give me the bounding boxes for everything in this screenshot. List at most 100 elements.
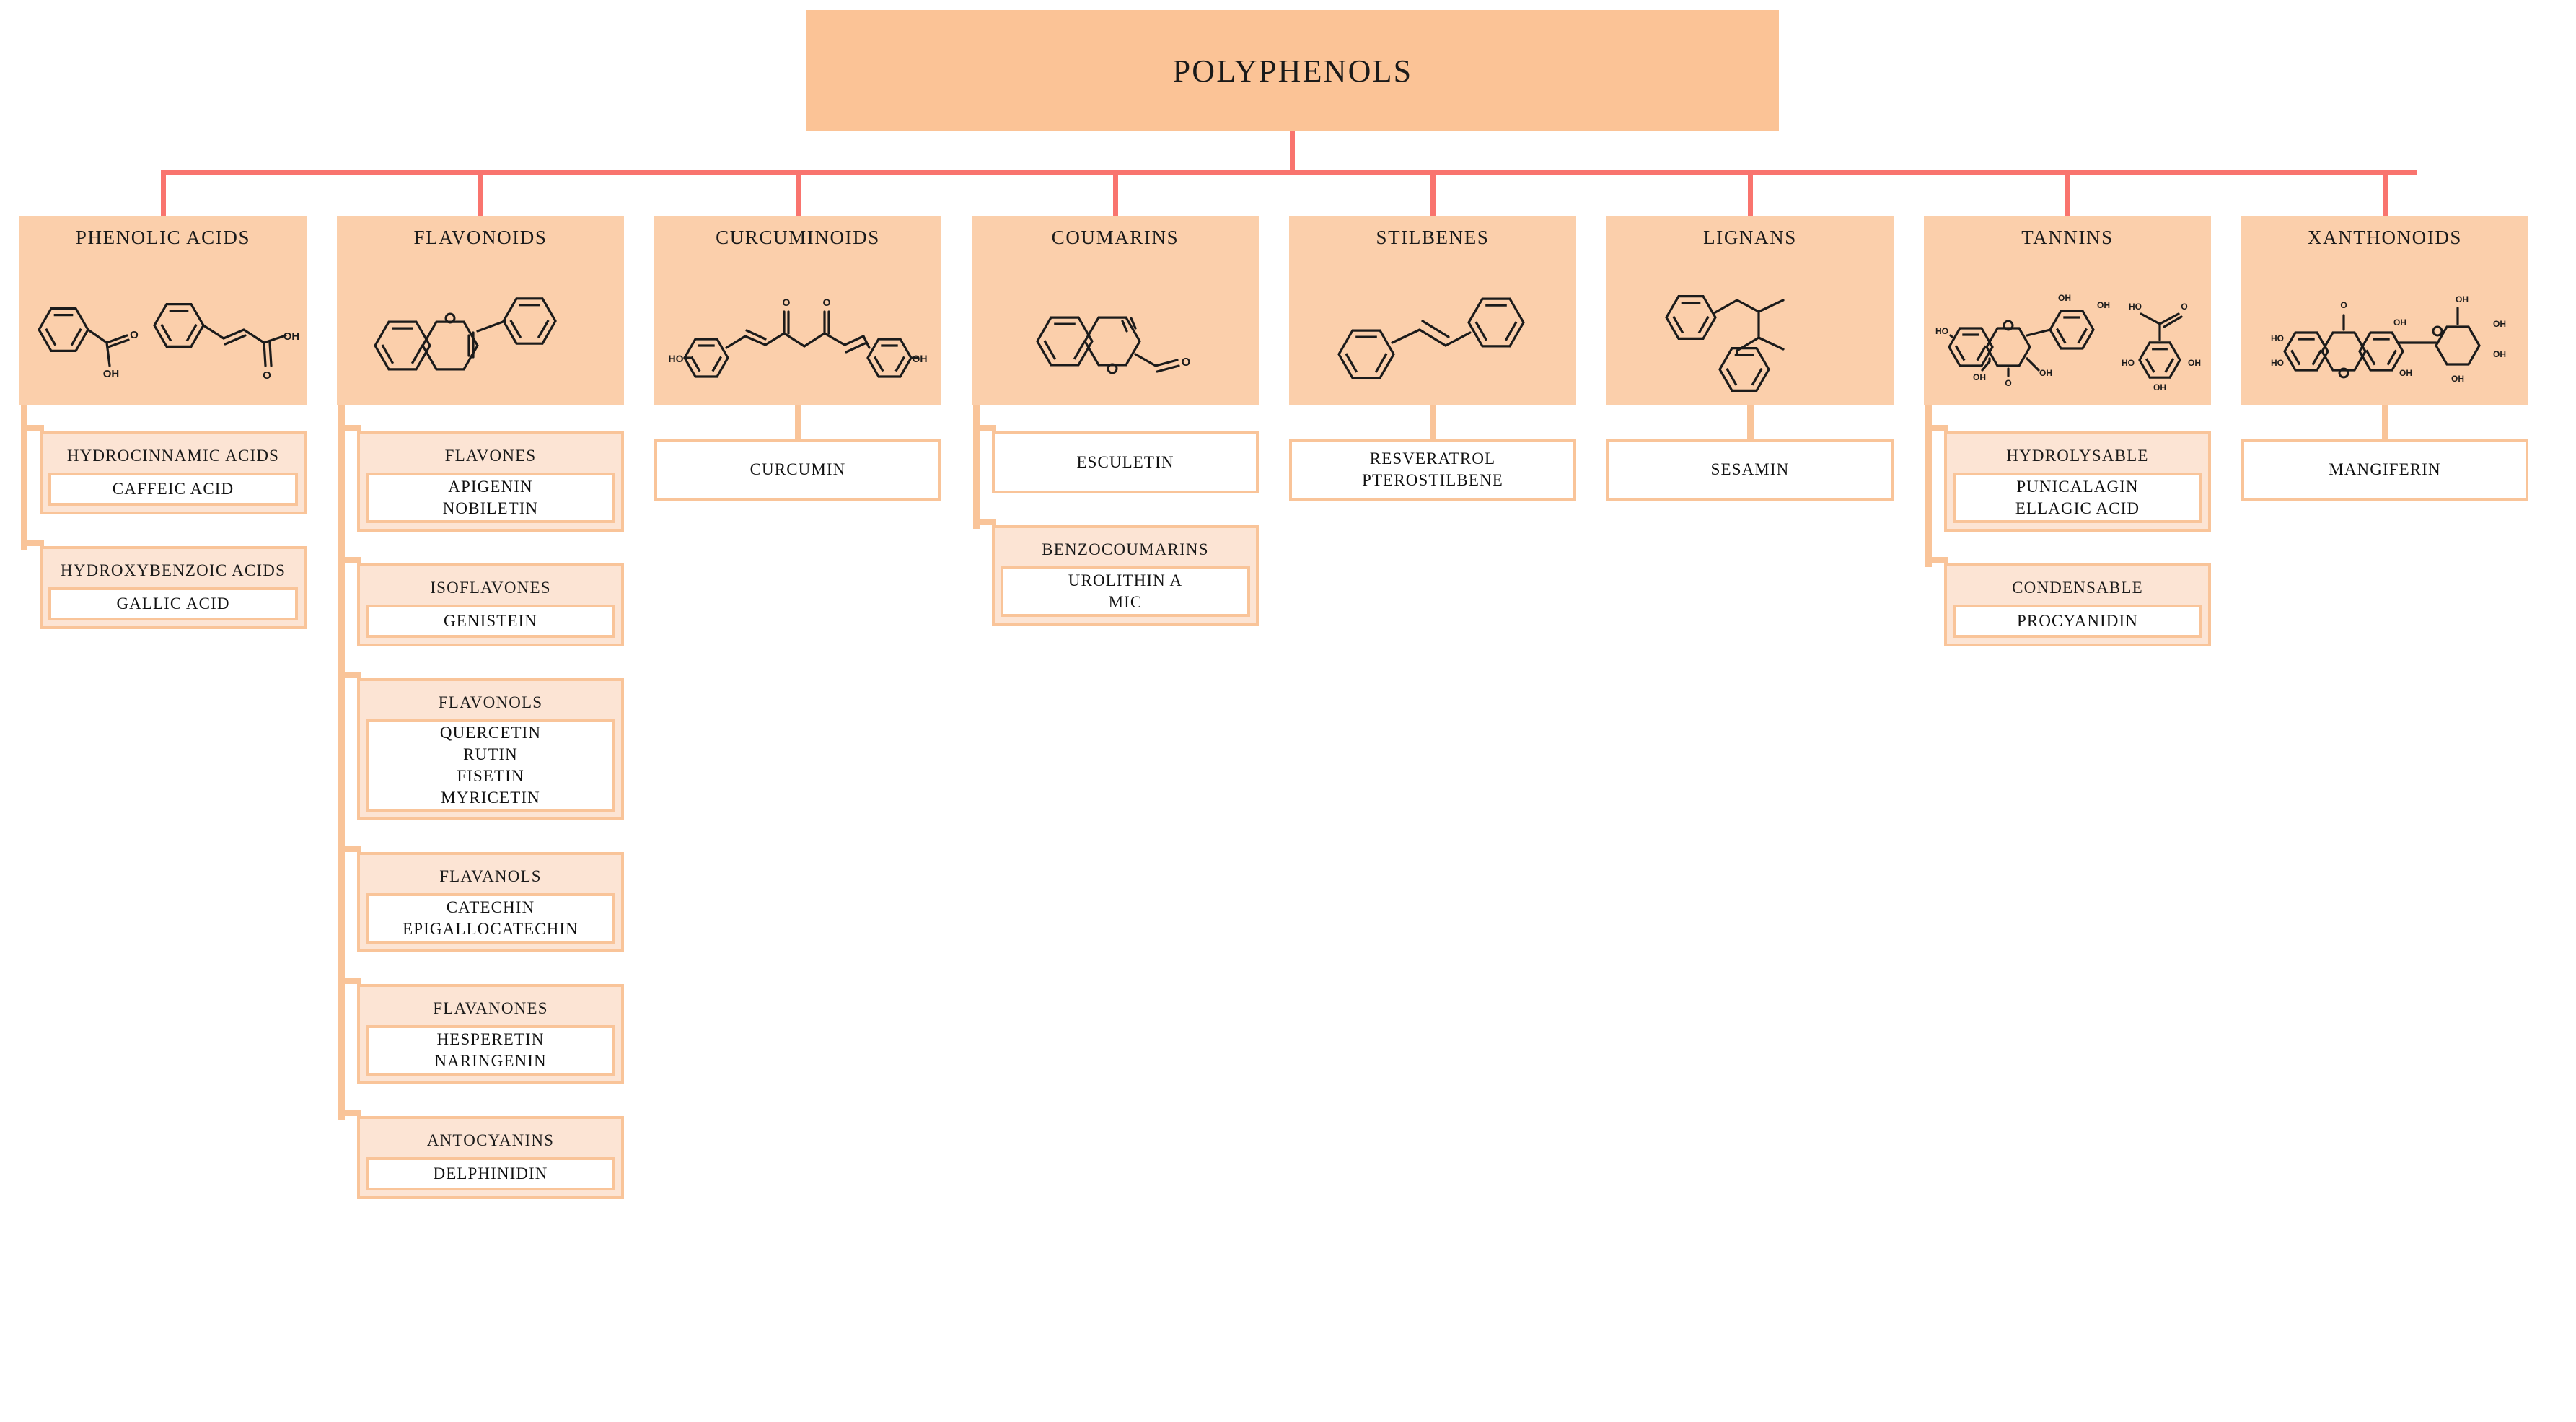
svg-text:HO: HO — [2271, 333, 2284, 343]
connector-branch — [338, 557, 361, 563]
coumarin-skeletal-structure: O — [972, 276, 1259, 403]
root-trunk-vertical — [1290, 131, 1295, 172]
connector-branch — [21, 425, 44, 431]
category-title-tannins: TANNINS — [2021, 227, 2114, 248]
svg-text:HO: HO — [669, 353, 684, 364]
category-title-phenolic-acids: PHENOLIC ACIDS — [75, 227, 251, 248]
leaf-hydrolysable-compound: PUNICALAGIN — [2016, 478, 2139, 496]
svg-text:HO: HO — [2129, 302, 2142, 312]
leaf-box-mangiferin[interactable]: MANGIFERIN — [2241, 439, 2528, 501]
subgroup-title-flavonols: FLAVONOLS — [438, 693, 543, 711]
category-box-stilbenes[interactable]: STILBENES — [1289, 216, 1576, 405]
category-box-coumarins[interactable]: COUMARINS O — [972, 216, 1259, 405]
root-trunk-drop-5 — [1748, 170, 1753, 216]
category-box-flavonoids[interactable]: FLAVONOIDS — [337, 216, 624, 405]
svg-text:HO: HO — [2271, 358, 2284, 368]
leaf-isoflavones-compound: GENISTEIN — [444, 612, 537, 631]
leaf-mangiferin-compound: MANGIFERIN — [2329, 460, 2441, 478]
svg-text:O: O — [2340, 300, 2347, 310]
subgroup-antocyanins[interactable]: ANTOCYANINS DELPHINIDIN — [357, 1116, 624, 1200]
category-title-coumarins: COUMARINS — [1051, 227, 1179, 248]
leaf-flavonols-compound: FISETIN — [457, 766, 524, 785]
leaf-flavones-compound: APIGENIN — [448, 478, 533, 496]
leaf-box-antocyanins[interactable]: DELPHINIDIN — [366, 1157, 615, 1191]
connector-spine — [1925, 405, 1932, 567]
svg-text:OH: OH — [2451, 374, 2464, 384]
leaf-box-sesamin[interactable]: SESAMIN — [1606, 439, 1894, 501]
leaf-flavanones-compound: NARINGENIN — [434, 1052, 547, 1071]
leaf-box-curcumin[interactable]: CURCUMIN — [654, 439, 941, 501]
category-title-stilbenes: STILBENES — [1376, 227, 1490, 248]
leaf-hydrolysable-compound: ELLAGIC ACID — [2015, 499, 2140, 518]
leaf-condensable-compound: PROCYANIDIN — [2016, 612, 2138, 631]
connector-branch — [1925, 425, 1948, 431]
leaf-box-hydroxybenzoic-acids[interactable]: GALLIC ACID — [48, 587, 298, 621]
category-column-lignans: LIGNANS — [1606, 216, 1894, 405]
leaf-sesamin-compound: SESAMIN — [1710, 460, 1790, 478]
leaf-box-esculetin[interactable]: ESCULETIN — [992, 431, 1259, 493]
root-trunk-drop-1 — [478, 170, 483, 216]
svg-text:OH: OH — [2058, 293, 2071, 303]
subgroup-flavanones[interactable]: FLAVANONES HESPERETIN NARINGENIN — [357, 984, 624, 1085]
subgroup-title-flavanols: FLAVANOLS — [439, 867, 542, 885]
leaf-esculetin-compound: ESCULETIN — [1076, 452, 1174, 471]
leaf-box-condensable[interactable]: PROCYANIDIN — [1953, 605, 2202, 638]
leaf-box-hydrocinnamic-acids[interactable]: CAFFEIC ACID — [48, 473, 298, 506]
leaf-antocyanins-compound: DELPHINIDIN — [433, 1164, 548, 1183]
root-trunk-drop-0 — [161, 170, 166, 216]
leaf-box-hydrolysable[interactable]: PUNICALAGIN ELLAGIC ACID — [1953, 473, 2202, 524]
lignan-skeletal-structure — [1606, 276, 1894, 403]
root-node-label: POLYPHENOLS — [1172, 53, 1413, 89]
root-trunk-drop-6 — [2065, 170, 2070, 216]
category-column-stilbenes: STILBENES — [1289, 216, 1576, 405]
leaf-stilbene-compounds-compound: RESVERATROL — [1369, 449, 1496, 468]
leaf-box-flavanones[interactable]: HESPERETIN NARINGENIN — [366, 1025, 615, 1076]
category-column-flavonoids: FLAVONOIDS — [337, 216, 624, 405]
subgroup-title-flavanones: FLAVANONES — [433, 999, 548, 1017]
svg-text:OH: OH — [2097, 300, 2110, 310]
subgroup-title-antocyanins: ANTOCYANINS — [426, 1131, 555, 1149]
category-column-coumarins: COUMARINS O — [972, 216, 1259, 405]
leaf-box-isoflavones[interactable]: GENISTEIN — [366, 605, 615, 638]
root-trunk-drop-3 — [1113, 170, 1118, 216]
category-box-lignans[interactable]: LIGNANS — [1606, 216, 1894, 405]
leaf-flavonols-compound: RUTIN — [463, 745, 518, 764]
connector-drop — [1430, 405, 1436, 440]
svg-text:O: O — [2005, 378, 2011, 388]
leaf-flavanones-compound: HESPERETIN — [436, 1030, 545, 1049]
connector-branch — [338, 425, 361, 431]
svg-text:OH: OH — [2399, 368, 2412, 378]
connector-drop — [795, 405, 801, 440]
leaf-benzocoumarins-compound: UROLITHIN A — [1068, 571, 1183, 590]
leaf-flavonols-compound: MYRICETIN — [441, 788, 540, 807]
root-node-polyphenols[interactable]: POLYPHENOLS — [806, 10, 1779, 131]
connector-branch — [973, 519, 996, 525]
svg-text:OH: OH — [2393, 317, 2406, 328]
svg-text:HO: HO — [1935, 326, 1948, 336]
connector-branch — [338, 672, 361, 678]
